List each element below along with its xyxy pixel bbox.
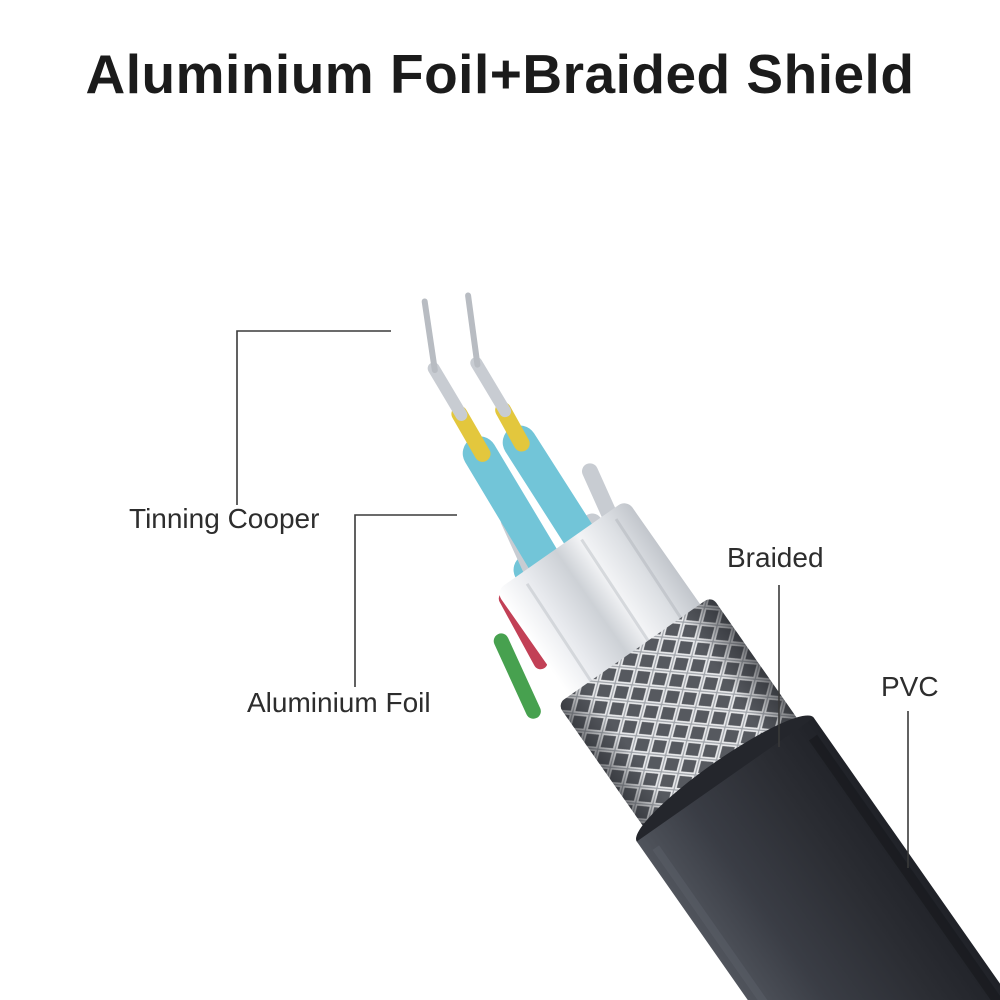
wire-cyan-1-strand [427, 362, 468, 421]
tinned-copper-pin-2 [465, 292, 481, 368]
label-braided: Braided [727, 542, 824, 573]
foil-crease-2 [580, 538, 659, 655]
label-aluminium-foil: Aluminium Foil [247, 687, 431, 718]
cable [421, 292, 1000, 1000]
pvc-edge-shadow [808, 734, 1000, 1000]
page-title: Aluminium Foil+Braided Shield [85, 43, 915, 105]
foil-crease-1 [525, 582, 600, 694]
braided-shield-shading [560, 599, 803, 836]
callout-lines [236, 330, 909, 868]
pvc-edge-highlight [652, 845, 929, 1000]
pvc-jacket [636, 717, 1000, 1000]
wire-cyan-2-strand [470, 356, 512, 418]
wire-green [493, 633, 541, 719]
foil-crease-3 [614, 518, 688, 627]
callout-line-tinning-cooper [236, 330, 391, 505]
label-pvc: PVC [881, 671, 939, 702]
label-tinning-cooper: Tinning Cooper [129, 503, 320, 534]
callout-line-aluminium-foil [354, 514, 457, 687]
tinned-copper-pin-1 [421, 298, 438, 374]
